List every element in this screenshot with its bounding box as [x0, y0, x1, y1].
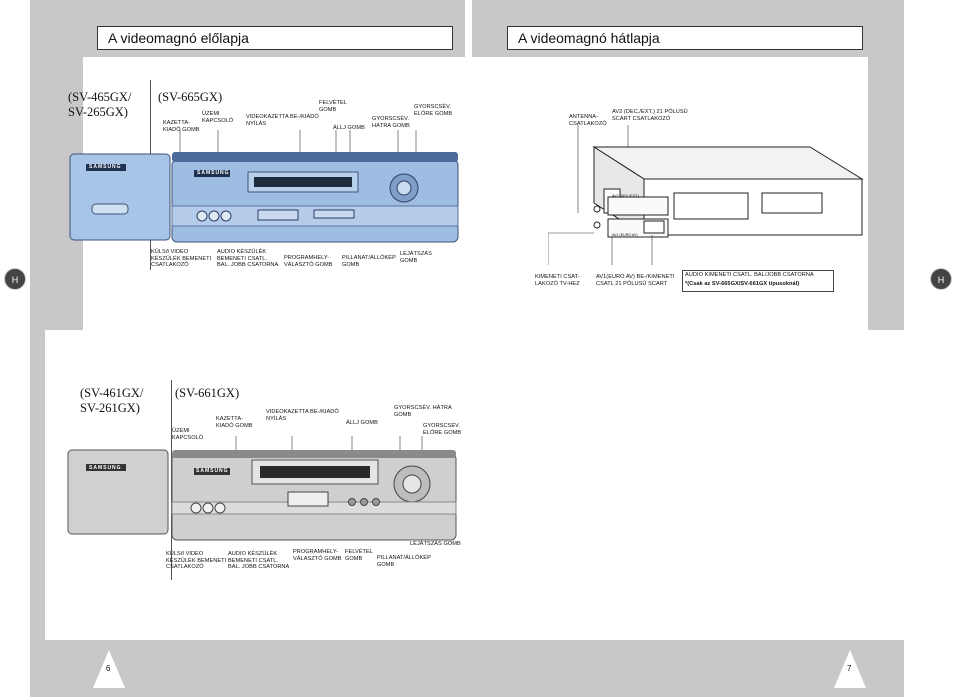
av1-panel-text: AV1 (EURO AV)	[612, 233, 638, 237]
section1-model-b: (SV-665GX)	[158, 90, 223, 104]
label-power: ÜZEMI KAPCSOLÓ	[202, 111, 234, 124]
label-antenna: ANTENNA- CSATLAKOZÓ	[569, 114, 607, 127]
label-ext-input: KÜLSő VIDEO KÉSZÜLÉK BEMENETI CSATLAKOZÓ	[151, 249, 212, 269]
label-record: FELVÉTEL GOMB	[319, 100, 347, 113]
label-audio-input-2: AUDIO KÉSZÜLÉK BEMENETI CSATL. BAL. JOBB…	[228, 551, 290, 571]
label-ff-2: GYORSCSÉV. ELŐRE GOMB	[423, 423, 462, 436]
brand-logo-2a: SAMSUNG	[89, 465, 122, 471]
label-prog-2: PROGRAMHELY- VÁLASZTÓ GOMB	[293, 549, 342, 562]
label-eject-2: KAZETTA- KIADÓ GOMB	[216, 416, 253, 429]
vcr-front-illustration-1	[69, 130, 459, 243]
label-ff: GYORSCSÉV. ELŐRE GOMB	[414, 104, 453, 117]
label-slot: VIDEOKAZETTA BE-/KIADÓ NYÍLÁS	[246, 114, 319, 127]
section1-model-a: (SV-465GX/ SV-265GX)	[68, 90, 132, 119]
label-audio-input: AUDIO KÉSZÜLÉK BEMENETI CSATL. BAL. JOBB…	[217, 249, 279, 269]
label-stop-2: ÁLLJ GOMB	[346, 420, 378, 426]
label-ext-input-2: KÜLSő VIDEO KÉSZÜLÉK BEMENETI CSATLAKOZÓ	[166, 551, 227, 571]
brand-logo-1a: SAMSUNG	[89, 164, 122, 170]
label-av1: AV1(EURO AV) BE-/KIMENETI CSATL 21 PÓLUS…	[596, 274, 675, 287]
label-audio-out: AUDIO KIMENETI CSATL. BAL/JOBB CSATORNA	[685, 272, 814, 278]
label-tv-out: KIMENETI CSAT- LAKOZÓ TV-HEZ	[535, 274, 580, 287]
label-pause: PILLANAT/ÁLLÓKÉP GOMB	[342, 255, 396, 268]
label-prog: PROGRAMHELY- VÁLASZTÓ GOMB	[284, 255, 333, 268]
label-record-2: FELVÉTEL GOMB	[345, 549, 373, 562]
label-eject: KAZETTA- KIADÓ GOMB	[163, 120, 200, 133]
right-page-grey-right	[868, 0, 904, 330]
label-audio-note: *(Csak az SV-665GX/SV-661GX típusoknál)	[685, 281, 800, 287]
label-stop: ÁLLJ GOMB	[333, 125, 365, 131]
language-badge-left: H	[4, 268, 26, 290]
brand-logo-2b: SAMSUNG	[196, 468, 229, 474]
right-page-white-lower	[472, 330, 868, 640]
audio-out-box	[682, 270, 834, 292]
rear-panel-title: A videomagnó hátlapja	[507, 26, 863, 50]
language-badge-right: H	[930, 268, 952, 290]
section2-model-b: (SV-661GX)	[175, 386, 240, 400]
label-power-2: ÜZEMI KAPCSOLÓ	[172, 428, 204, 441]
label-play: LEJÁTSZÁS GOMB	[400, 251, 432, 264]
label-rew-2: GYORSCSÉV. HÁTRA GOMB	[394, 405, 452, 418]
label-play-2: LEJÁTSZÁS GOMB	[410, 541, 461, 547]
page-number-right: 7	[847, 664, 852, 673]
label-av2: AV2 (DEC./EXT.) 21 PÓLUSÚ SCART CSATLAKO…	[612, 109, 688, 122]
section2-model-a: (SV-461GX/ SV-261GX)	[80, 386, 144, 415]
page-number-triangle-left	[93, 650, 125, 688]
front-panel-title: A videomagnó előlapja	[97, 26, 453, 50]
brand-logo-1b: SAMSUNG	[197, 170, 230, 176]
av2-panel-text: AV2 (DEC./EXT.)	[612, 194, 640, 198]
page-number-triangle-right	[834, 650, 866, 688]
vcr-rear-illustration	[548, 125, 864, 265]
label-slot-2: VIDEOKAZETTA BE-/KIADÓ NYÍLÁS	[266, 409, 339, 422]
right-page-bottom-band	[472, 640, 904, 697]
label-rew: GYORSCSÉV. HÁTRA GOMB	[372, 116, 410, 129]
vcr-front-illustration-2	[67, 436, 457, 541]
page-number-left: 6	[106, 664, 111, 673]
label-pause-2: PILLANAT/ÁLLÓKÉP GOMB	[377, 555, 431, 568]
